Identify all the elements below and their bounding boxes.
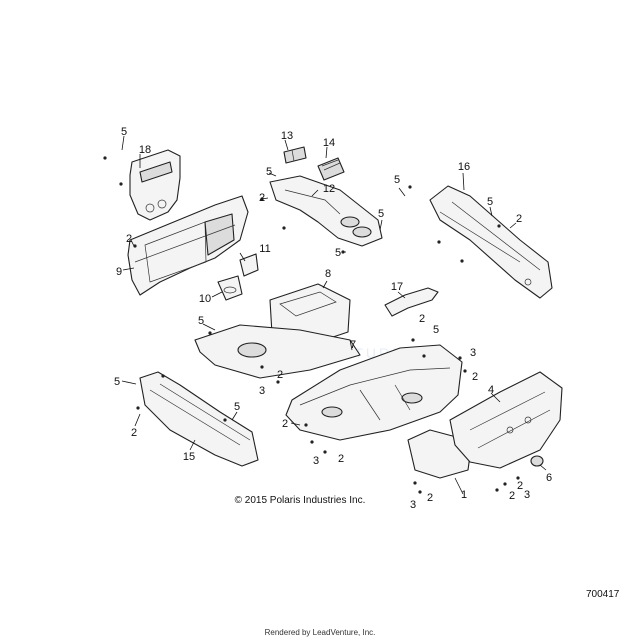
part-6-grommet <box>530 455 544 467</box>
part-9-dash-panel <box>127 195 249 296</box>
figure-number: 700417 <box>586 589 620 600</box>
callout-2: 2 <box>516 213 522 225</box>
callout-4: 4 <box>488 384 494 396</box>
callout-3: 3 <box>259 385 265 397</box>
part-18-upper-panel <box>129 149 181 221</box>
callout-17: 17 <box>391 281 403 293</box>
copyright-notice: © 2015 Polaris Industries Inc. <box>234 495 366 506</box>
callout-5: 5 <box>394 174 400 186</box>
callout-2: 2 <box>126 233 132 245</box>
callout-2: 2 <box>259 192 265 204</box>
callout-13: 13 <box>281 130 293 142</box>
callout-1: 1 <box>461 489 467 501</box>
callout-7: 7 <box>350 339 356 351</box>
callout-numbers: 5 18 2 9 10 11 13 14 5 12 2 5 5 5 16 5 2… <box>114 126 552 511</box>
callout-2: 2 <box>509 490 515 502</box>
callout-2: 2 <box>131 427 137 439</box>
part-16-right-side-panel <box>429 185 553 299</box>
callout-2: 2 <box>472 371 478 383</box>
callout-5: 5 <box>198 315 204 327</box>
callout-6: 6 <box>546 472 552 484</box>
callout-2: 2 <box>517 480 523 492</box>
callout-2: 2 <box>282 418 288 430</box>
part-4-frame-panel <box>449 371 563 469</box>
callout-2: 2 <box>419 313 425 325</box>
callout-8: 8 <box>325 268 331 280</box>
callout-5: 5 <box>114 376 120 388</box>
callout-9: 9 <box>116 266 122 278</box>
callout-2: 2 <box>427 492 433 504</box>
callout-5: 5 <box>378 208 384 220</box>
callout-10: 10 <box>199 293 211 305</box>
callout-2: 2 <box>338 453 344 465</box>
part-7-floor-panel <box>194 324 361 379</box>
part-10-cover <box>217 275 243 301</box>
callout-18: 18 <box>139 144 151 156</box>
callout-5: 5 <box>487 196 493 208</box>
callout-3: 3 <box>313 455 319 467</box>
callout-15: 15 <box>183 451 195 463</box>
callout-5: 5 <box>433 324 439 336</box>
part-13-switches <box>283 146 307 164</box>
rendered-by-credit: Rendered by LeadVenture, Inc. <box>264 628 376 637</box>
callout-5: 5 <box>266 166 272 178</box>
callout-3: 3 <box>524 489 530 501</box>
callout-3: 3 <box>410 499 416 511</box>
part-14-shifter-boot <box>317 157 345 181</box>
leader-lines <box>121 135 547 495</box>
callout-5: 5 <box>234 401 240 413</box>
part-12-center-console <box>269 175 383 247</box>
floor-tub <box>285 344 463 441</box>
callout-5: 5 <box>335 247 341 259</box>
callout-12: 12 <box>323 183 335 195</box>
callout-2: 2 <box>277 369 283 381</box>
callout-11: 11 <box>259 243 270 255</box>
callout-3: 3 <box>470 347 476 359</box>
part-17-bracket <box>384 287 439 317</box>
fasteners <box>103 156 520 494</box>
callout-16: 16 <box>458 161 470 173</box>
part-15-left-side-panel <box>139 371 259 467</box>
callout-5: 5 <box>121 126 127 138</box>
callout-14: 14 <box>323 137 335 149</box>
